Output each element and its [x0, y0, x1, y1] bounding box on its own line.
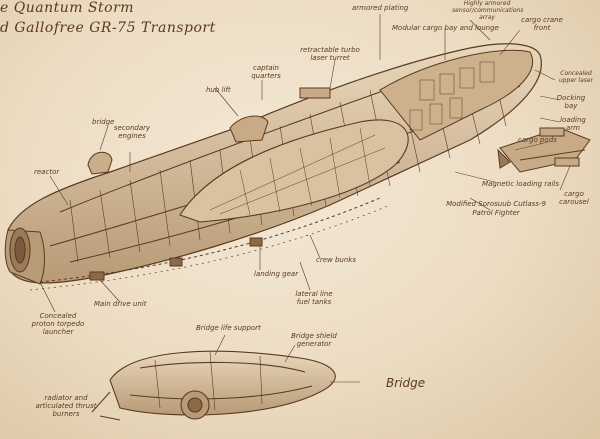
label-cargo-crane: cargo crane front [521, 16, 563, 32]
label-retractable-turret: retractable turbo laser turret [300, 46, 360, 62]
label-docking-bay: Docking bay [556, 94, 586, 110]
label-radiator: radiator and articulated thrust burners [35, 394, 97, 418]
patrol-fighter [497, 127, 591, 173]
leader-lines [39, 14, 571, 383]
label-magnetic-rails: Magnetic loading rails [482, 180, 559, 188]
label-fuel-tanks: lateral line fuel tanks [295, 290, 333, 306]
label-bridge-big: Bridge [386, 376, 426, 390]
label-cargo-pods: cargo pods [518, 136, 557, 144]
title-line-1: e Quantum Storm [0, 0, 135, 16]
label-concealed-upper-laser: Concealed upper laser [558, 70, 594, 84]
label-cargo-carousel: cargo carousel [559, 190, 589, 206]
label-crew-bunks: crew bunks [316, 256, 357, 264]
label-armored-plating: armored plating [352, 4, 409, 12]
label-modular-cargo: Modular cargo bay and lounge [392, 24, 499, 32]
label-hub-lift: hub lift [206, 86, 231, 94]
label-loading-arm: loading arm [560, 116, 586, 132]
label-captain-quarters: captain quarters [251, 64, 281, 80]
label-bridge-life-support: Bridge life support [196, 324, 261, 332]
label-bridge: bridge [92, 118, 115, 126]
label-main-drive: Main drive unit [94, 300, 147, 308]
label-secondary-engines: secondary engines [113, 124, 151, 140]
title-line-2: d Gallofree GR-75 Transport [0, 20, 216, 36]
bridge-module [91, 350, 336, 421]
main-hull [4, 43, 542, 291]
label-proton-launcher: Concealed proton torpedo launcher [31, 312, 85, 336]
label-modified-fighter: Modified Sorosuub Cutlass-9 Patrol Fight… [446, 200, 546, 217]
label-bridge-shield: Bridge shield generator [291, 332, 337, 348]
label-reactor: reactor [34, 168, 60, 176]
label-sensor-array: Highly armored sensor/communications arr… [452, 0, 524, 21]
label-landing-gear: landing gear [254, 270, 299, 278]
